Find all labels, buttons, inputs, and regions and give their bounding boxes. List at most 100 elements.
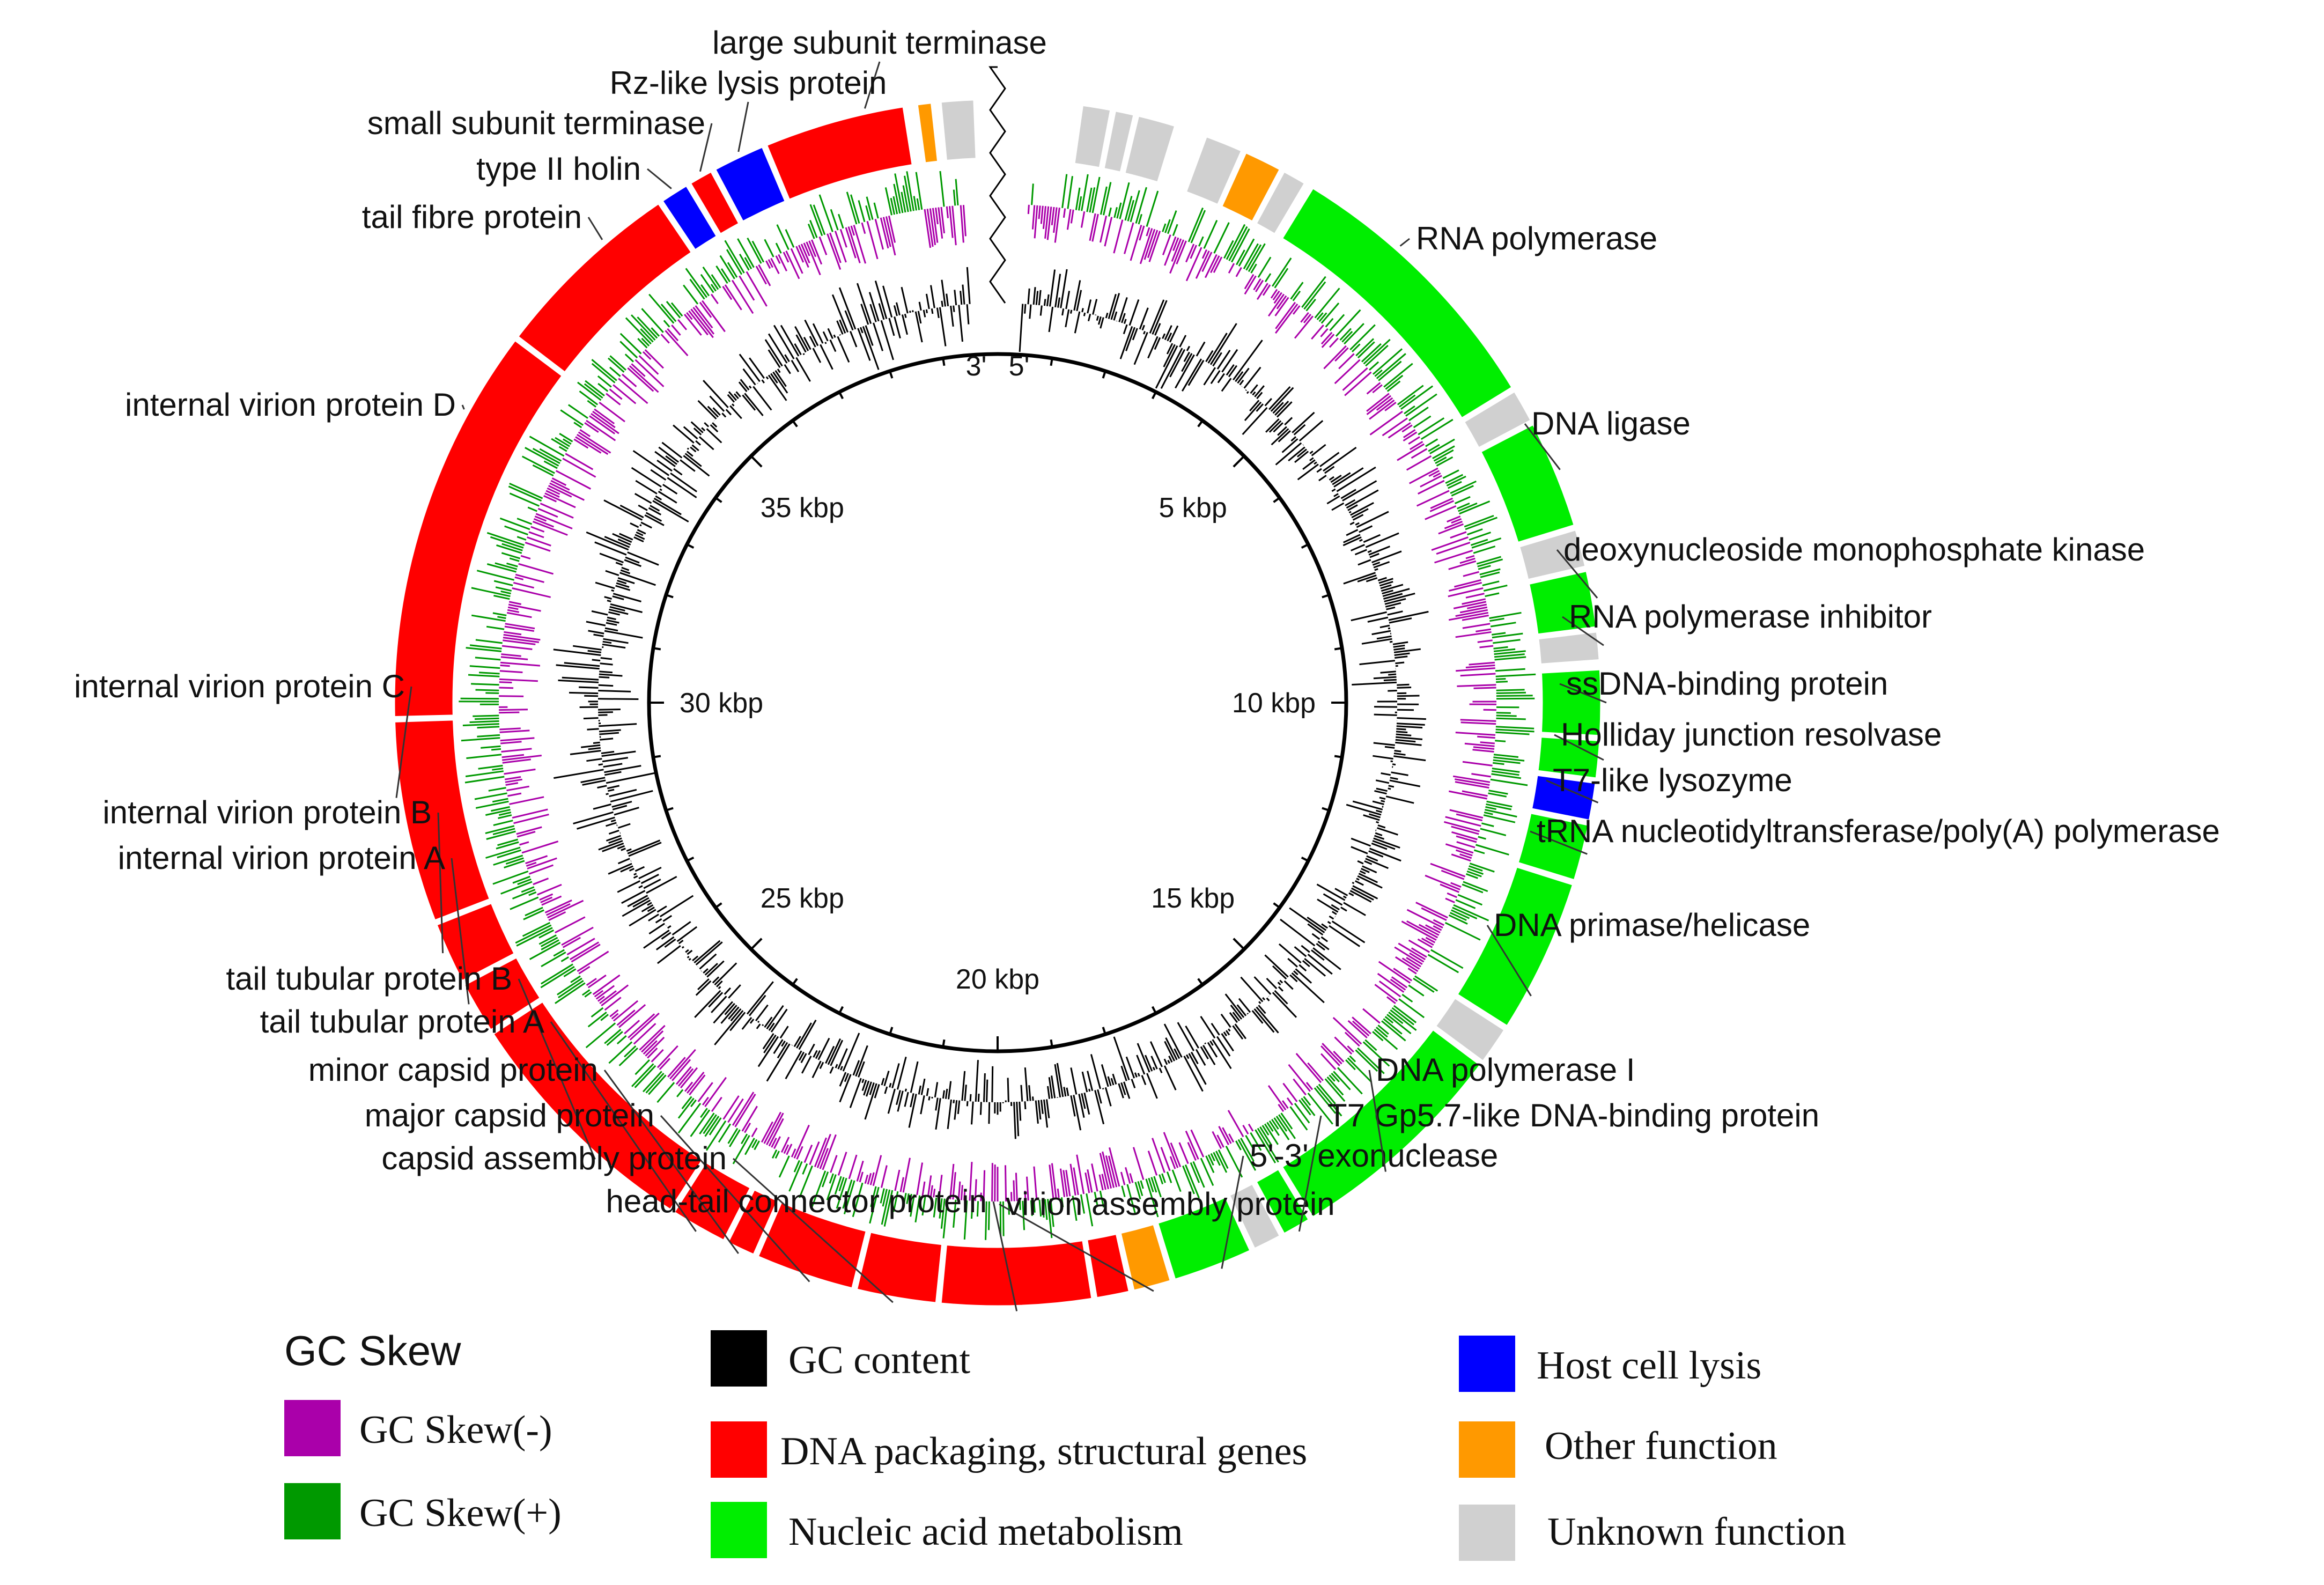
label-leader-line [699, 123, 713, 172]
scale-tick [1197, 978, 1204, 986]
scale-tick [1233, 455, 1245, 468]
scale-tick [889, 371, 894, 379]
gene-block [1073, 104, 1112, 169]
label-leader-line [1399, 238, 1410, 247]
legend-label-other: Other function [1545, 1424, 1777, 1468]
label-leader-line [1554, 734, 1604, 761]
legend-label-structural: DNA packaging, structural genes [780, 1429, 1307, 1473]
gene-block [1530, 774, 1597, 822]
legend-swatch-other [1459, 1421, 1515, 1478]
label-leader-line [660, 1115, 810, 1282]
end-label-5prime: 5' [1009, 351, 1030, 382]
gc-content-track [553, 267, 1429, 1139]
gene-block [1517, 812, 1590, 881]
scale-tick [1301, 543, 1309, 549]
gene-block [1281, 187, 1514, 419]
gene-label: head-tail connector protein [606, 1183, 987, 1219]
label-leader-line [1368, 1070, 1386, 1172]
gc-content-spikes [553, 267, 1429, 1139]
legend: GC Skew GC Skew(-) GC Skew(+) GC content… [284, 1327, 1846, 1561]
gene-label: small subunit terminase [367, 105, 705, 141]
gene-block [714, 146, 787, 223]
label-leader-line [647, 168, 672, 189]
gene-label: deoxynucleoside monophosphate kinase [1563, 532, 2145, 567]
scale-label: 30 kbp [680, 688, 763, 719]
gene-label: tail tubular protein B [226, 961, 512, 997]
scale-tick [1151, 1006, 1157, 1014]
scale-label: 10 kbp [1232, 688, 1316, 719]
gene-label: 5'-3' exonuclease [1250, 1138, 1498, 1174]
label-leader-line [451, 858, 470, 1005]
origin-break: 3'5' [966, 66, 1030, 382]
legend-swatch-structural [711, 1421, 767, 1478]
gene-block [673, 1161, 752, 1242]
gene-block [1518, 528, 1587, 581]
scale-tick [1050, 1039, 1053, 1048]
scale-tick [653, 755, 661, 758]
legend-label-skew-neg: GC Skew(-) [359, 1408, 552, 1452]
gene-label: T7 Gp5.7-like DNA-binding protein [1327, 1097, 1819, 1133]
legend-swatch-unknown [1459, 1505, 1515, 1561]
gc-skew-negative [498, 204, 1497, 1202]
label-leader-line [1486, 925, 1532, 997]
gene-block [940, 1239, 1093, 1307]
scale-tick [1233, 938, 1245, 950]
gene-label: T7-like lysozyme [1553, 762, 1792, 798]
gene-label: large subunit terminase [712, 25, 1047, 61]
label-leader-line [603, 1070, 739, 1254]
gene-label: internal virion protein A [118, 840, 445, 876]
scale-tick [750, 938, 763, 950]
scale-label: 35 kbp [761, 492, 844, 524]
label-leader-line [737, 101, 749, 152]
gene-label: internal virion protein B [102, 794, 432, 830]
gene-block [1255, 170, 1306, 235]
gene-label: type II holin [476, 151, 641, 187]
legend-swatch-skew-pos [284, 1483, 341, 1539]
legend-label-gc-content: GC content [788, 1338, 971, 1382]
scale-tick [792, 419, 798, 427]
legend-swatch-skew-neg [284, 1400, 341, 1456]
label-leader-line [1298, 1115, 1322, 1232]
scale-tick [1050, 358, 1053, 366]
legend-swatch-nucleic [711, 1502, 767, 1558]
gene-label: RNA polymerase inhibitor [1569, 599, 1932, 635]
gene-label: major capsid protein [365, 1097, 654, 1133]
gene-block [727, 1188, 779, 1256]
gene-label: DNA ligase [1531, 406, 1691, 441]
gene-block [1124, 115, 1176, 183]
scale-tick [666, 807, 674, 812]
legend-title-gc-skew: GC Skew [284, 1327, 461, 1374]
scale-tick [714, 497, 722, 503]
gene-block [940, 99, 977, 162]
gene-block [1228, 1182, 1281, 1250]
scale-tick [942, 358, 946, 366]
label-leader-line [587, 217, 603, 240]
gene-block [1479, 423, 1576, 544]
scale-tick [750, 455, 763, 468]
label-leader-line [864, 61, 881, 109]
gene-block [1119, 1223, 1172, 1292]
gene-block [492, 1000, 704, 1211]
gene-block [517, 202, 693, 374]
scale-tick [1102, 1027, 1106, 1035]
gene-label: tail fibre protein [362, 199, 582, 235]
gene-block [1463, 390, 1532, 449]
scale-tick [1273, 902, 1281, 909]
gene-block [855, 1231, 943, 1304]
scale-tick [686, 543, 695, 549]
gene-block [1103, 109, 1135, 174]
label-leader-line [1556, 549, 1598, 599]
gene-block [1156, 1196, 1251, 1281]
legend-label-nucleic: Nucleic acid metabolism [788, 1510, 1183, 1554]
label-leader-line [550, 1021, 697, 1232]
gene-label: Holliday junction resolvase [1561, 717, 1942, 753]
gene-track [393, 99, 1602, 1307]
scale-tick [1322, 807, 1330, 812]
label-leader-line [1524, 423, 1561, 470]
label-leader-line [461, 404, 465, 410]
scale-tick [792, 978, 798, 986]
gene-block [436, 902, 516, 982]
